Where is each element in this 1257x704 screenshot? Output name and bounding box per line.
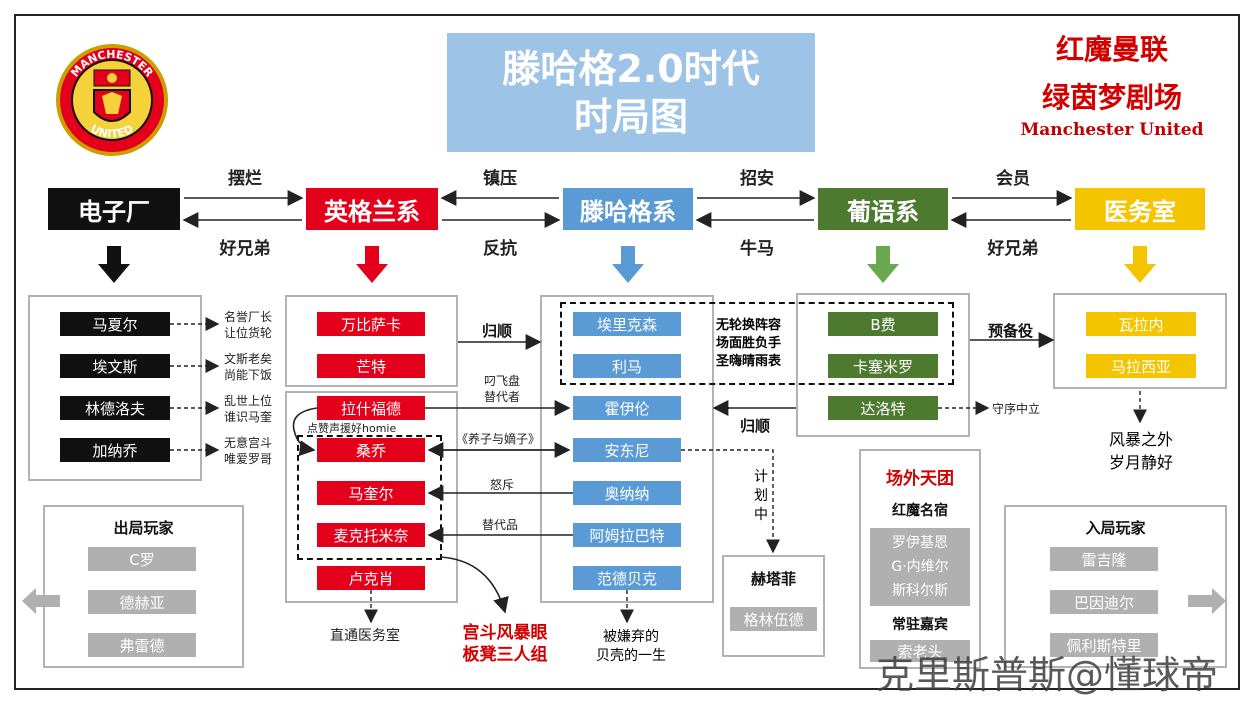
connector-line xyxy=(292,407,318,457)
faction-electronics: 电子厂 xyxy=(48,188,180,230)
down-arrow-icon xyxy=(1124,246,1156,283)
connector-line xyxy=(681,449,780,554)
enter-arrow-icon xyxy=(1188,588,1226,614)
target-club-title: 赫塔菲 xyxy=(750,570,796,588)
relation-t-bottom: 反抗 xyxy=(483,239,517,259)
player-english-1: 拉什福德 xyxy=(317,396,425,420)
player-english-3: 马奎尔 xyxy=(317,481,425,505)
note-electronics-4: 无意宫斗唯爱罗哥 xyxy=(224,436,273,466)
brand-line-1: 红魔曼联 xyxy=(1055,33,1168,66)
player-medical-2: 马拉西亚 xyxy=(1086,354,1196,378)
player-tenhag-3: 霍伊伦 xyxy=(573,396,681,420)
player-portuguese-1: B费 xyxy=(828,312,938,336)
note-electronics-1: 名誉厂长让位货轮 xyxy=(224,310,273,340)
target-club-player: 格林伍德 xyxy=(730,607,817,631)
note-adopted: 《养子与嫡子》 xyxy=(456,432,541,446)
player-english-4: 麦克托米奈 xyxy=(317,523,425,547)
player-portuguese-2: 卡塞米罗 xyxy=(828,354,938,378)
faction-english: 英格兰系 xyxy=(306,188,438,230)
note-scold: 怒斥 xyxy=(490,478,515,492)
note-submit-english: 归顺 xyxy=(482,322,513,340)
note-medical: 风暴之外岁月静好 xyxy=(1108,430,1173,472)
title-box: 滕哈格2.0时代 时局图 xyxy=(447,33,815,152)
legend-2: G·内维尔 xyxy=(891,559,949,575)
note-abandon: 被嫌弃的贝壳的一生 xyxy=(596,629,666,664)
title-line-1: 滕哈格2.0时代 xyxy=(502,46,760,91)
player-english-5: 卢克肖 xyxy=(317,566,425,590)
title-line-2: 时局图 xyxy=(573,94,688,139)
note-to-medical: 直通医务室 xyxy=(330,628,400,644)
player-medical-1: 瓦拉内 xyxy=(1086,312,1196,336)
note-electronics-2: 文斯老矣尚能下饭 xyxy=(224,352,273,382)
player-tenhag-7: 范德贝克 xyxy=(573,566,681,590)
player-english-top-2: 芒特 xyxy=(317,354,425,378)
watermark: 克里斯普斯@懂球帝 xyxy=(876,653,1219,697)
svg-text:UNITED: UNITED xyxy=(89,122,136,140)
player-electronics-3: 林德洛夫 xyxy=(60,396,170,420)
enter-player-3: 佩利斯特里 xyxy=(1050,633,1158,657)
exit-player-3: 弗雷德 xyxy=(88,633,196,657)
relation-e-top: 摆烂 xyxy=(228,169,262,189)
note-electronics-3: 乱世上位谁识马奎 xyxy=(224,394,273,424)
brand-line-2: 绿茵梦剧场 xyxy=(1041,81,1182,114)
player-electronics-2: 埃文斯 xyxy=(60,354,170,378)
legend-1: 罗伊基恩 xyxy=(892,535,948,551)
player-tenhag-6: 阿姆拉巴特 xyxy=(573,523,681,547)
player-english-2: 桑乔 xyxy=(317,438,425,462)
note-frisbee: 叼飞盘替代者 xyxy=(483,374,520,404)
exit-arrow-icon xyxy=(22,588,60,614)
down-arrow-icon xyxy=(356,246,388,283)
crest-text-bottom: UNITED xyxy=(89,122,136,140)
player-english-top-1: 万比萨卡 xyxy=(317,312,425,336)
note-bench-trio: 宫斗风暴眼板凳三人组 xyxy=(462,623,548,665)
player-tenhag-4: 安东尼 xyxy=(573,438,681,462)
enter-player-1: 雷吉隆 xyxy=(1050,547,1158,571)
relation-t-top: 镇压 xyxy=(483,169,517,189)
down-arrow-icon xyxy=(98,246,130,283)
relation-m-top: 会员 xyxy=(996,169,1030,189)
outside-sub-legends: 红魔名宿 xyxy=(892,503,948,519)
note-reserve: 预备役 xyxy=(988,322,1034,340)
note-planning: 计划中 xyxy=(754,469,768,523)
manchester-united-crest-icon: MANCHESTER UNITED xyxy=(56,44,168,156)
rotation-dashed-group xyxy=(560,302,954,385)
outside-title: 场外天团 xyxy=(886,469,954,489)
player-electronics-4: 加纳乔 xyxy=(60,438,170,462)
exit-player-1: C罗 xyxy=(88,547,196,571)
player-tenhag-1: 埃里克森 xyxy=(573,312,681,336)
player-portuguese-3: 达洛特 xyxy=(828,396,938,420)
panel-target xyxy=(722,555,825,657)
note-rotation: 无轮换阵容场面胜负手圣嗨晴雨表 xyxy=(716,318,782,369)
legend-3: 斯科尔斯 xyxy=(892,583,948,599)
enter-player-2: 巴因迪尔 xyxy=(1050,590,1158,614)
player-electronics-1: 马夏尔 xyxy=(60,312,170,336)
exit-player-2: 德赫亚 xyxy=(88,590,196,614)
note-substitute: 替代品 xyxy=(482,518,519,532)
relation-p-top: 招安 xyxy=(740,169,774,189)
outside-legends-list: 罗伊基恩 G·内维尔 斯科尔斯 xyxy=(870,528,970,606)
player-tenhag-5: 奥纳纳 xyxy=(573,481,681,505)
outside-guest: 索老头 xyxy=(870,640,970,662)
outer-frame xyxy=(14,14,1240,690)
down-arrow-icon xyxy=(867,246,899,283)
down-arrow-icon xyxy=(612,246,644,283)
note-submit-portuguese: 归顺 xyxy=(740,417,771,435)
exit-players-title: 出局玩家 xyxy=(113,519,174,537)
player-tenhag-2: 利马 xyxy=(573,354,681,378)
enter-players-title: 入局玩家 xyxy=(1085,519,1146,537)
note-homie: 点赞声援好homie xyxy=(307,422,397,435)
faction-portuguese: 葡语系 xyxy=(818,188,948,230)
faction-tenhag: 滕哈格系 xyxy=(563,188,693,230)
brand-line-3: Manchester United xyxy=(1020,120,1204,140)
faction-medical: 医务室 xyxy=(1075,188,1205,230)
relation-m-bottom: 好兄弟 xyxy=(987,239,1039,259)
note-neutral: 守序中立 xyxy=(992,402,1041,416)
relation-e-bottom: 好兄弟 xyxy=(219,239,271,259)
outside-sub-guest: 常驻嘉宾 xyxy=(892,617,948,633)
connector-line xyxy=(439,556,509,614)
relation-p-bottom: 牛马 xyxy=(740,239,774,259)
